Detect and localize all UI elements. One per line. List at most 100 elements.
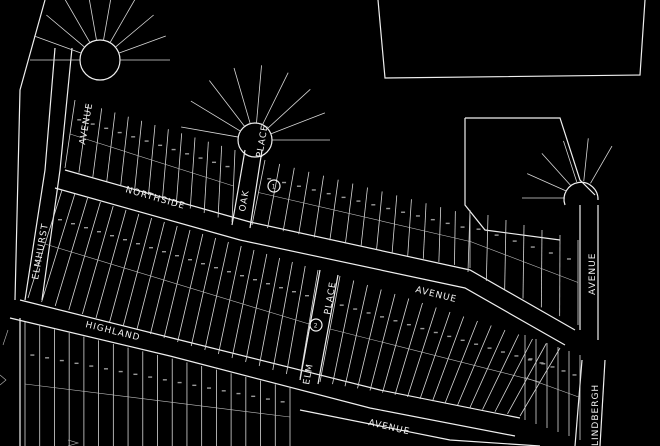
lot-number-mark bbox=[251, 395, 256, 398]
lot-number-mark bbox=[541, 363, 546, 365]
lot-number-mark bbox=[175, 255, 179, 257]
lot-line bbox=[256, 65, 262, 124]
lot-number-mark bbox=[225, 165, 230, 168]
radial-lots bbox=[30, 0, 613, 199]
lot-number-mark bbox=[447, 335, 452, 338]
edge-arrow bbox=[0, 374, 7, 386]
lot-number-mark bbox=[561, 370, 566, 372]
lot-number-mark bbox=[460, 226, 465, 228]
left-tract-boundary bbox=[14, 0, 46, 301]
lot-number-mark bbox=[539, 362, 544, 364]
lot-line bbox=[109, 0, 136, 43]
lot-number-mark bbox=[494, 234, 499, 236]
lot-line bbox=[103, 0, 111, 41]
tract-boundaries bbox=[14, 0, 646, 301]
northside-avenue-south-edge bbox=[54, 187, 566, 346]
lot-line bbox=[563, 140, 578, 182]
lot-numbers bbox=[30, 119, 577, 403]
lot-number-mark bbox=[339, 304, 344, 306]
lot-number-mark bbox=[380, 316, 385, 318]
elm-place-east-edge bbox=[317, 274, 339, 385]
right-block-boundary bbox=[464, 118, 561, 241]
highland-avenue-north-edge bbox=[19, 299, 521, 419]
lindbergh-east-edge bbox=[599, 359, 606, 446]
lot-line bbox=[541, 153, 571, 186]
lot-number-mark bbox=[401, 211, 406, 213]
lot-line bbox=[44, 243, 310, 325]
lot-number-mark bbox=[366, 312, 371, 314]
lot-number-mark bbox=[433, 331, 438, 334]
lot-number-mark bbox=[110, 235, 114, 237]
lot-number-mark bbox=[149, 247, 153, 249]
lot-line bbox=[34, 35, 82, 54]
lot-number-mark bbox=[527, 359, 532, 361]
lot-number-mark bbox=[97, 231, 101, 233]
lot-number-mark bbox=[326, 192, 331, 195]
lot-number-mark bbox=[430, 218, 435, 221]
lot-number-mark bbox=[386, 207, 391, 210]
cul-de-sacs bbox=[79, 39, 599, 206]
lot-number-mark bbox=[123, 239, 127, 241]
lot-line bbox=[468, 240, 579, 283]
lot-number-mark bbox=[59, 359, 64, 362]
lot-number-mark bbox=[460, 339, 465, 342]
lot-number-mark bbox=[566, 258, 571, 260]
lot-number-mark bbox=[171, 148, 176, 151]
lot-line bbox=[262, 72, 289, 125]
oak-place-west-edge bbox=[231, 149, 246, 226]
place-mid-label: PLACE bbox=[323, 281, 339, 316]
edge-marks bbox=[0, 329, 80, 446]
lot-number-mark bbox=[514, 355, 519, 357]
lot-number-mark bbox=[84, 227, 88, 229]
lot-number-mark bbox=[221, 390, 226, 392]
lot-number-mark bbox=[512, 240, 517, 242]
lot-lines bbox=[24, 99, 581, 446]
lot-number-mark bbox=[177, 381, 182, 384]
elm-place-block-number: 2 bbox=[314, 323, 318, 330]
lot-line bbox=[527, 173, 567, 192]
lot-number-mark bbox=[266, 283, 270, 285]
lot-number-mark bbox=[212, 161, 217, 164]
lot-number-mark bbox=[406, 323, 411, 326]
lot-number-mark bbox=[117, 131, 122, 134]
lindbergh-label: LINDBERGH bbox=[591, 384, 601, 446]
lot-number-mark bbox=[185, 153, 190, 155]
lot-number-mark bbox=[474, 343, 479, 345]
lot-number-mark bbox=[58, 219, 62, 221]
lindbergh-west-edge bbox=[574, 359, 583, 446]
lot-number-mark bbox=[144, 140, 149, 142]
bottom-arrow bbox=[67, 439, 80, 446]
lot-number-mark bbox=[353, 308, 358, 310]
lot-line bbox=[258, 192, 471, 242]
lot-line bbox=[64, 0, 91, 43]
lot-number-mark bbox=[240, 275, 244, 277]
lot-number-mark bbox=[445, 222, 450, 225]
lot-number-mark bbox=[393, 320, 398, 322]
lot-number-mark bbox=[45, 357, 50, 359]
lot-number-mark bbox=[133, 373, 138, 376]
highland-avenue-south-edge bbox=[9, 317, 516, 437]
lot-number-mark bbox=[282, 181, 287, 184]
lot-line bbox=[24, 383, 291, 418]
lot-number-mark bbox=[90, 123, 95, 125]
lot-line bbox=[190, 100, 241, 132]
lot-number-mark bbox=[311, 189, 316, 191]
lot-number-mark bbox=[356, 200, 361, 202]
lot-number-mark bbox=[253, 279, 257, 281]
lot-number-mark bbox=[103, 368, 108, 370]
lot-number-mark bbox=[104, 127, 109, 130]
lot-line bbox=[115, 14, 154, 48]
lot-number-mark bbox=[528, 358, 533, 360]
lot-number-mark bbox=[89, 365, 94, 367]
avenue-mid-label: AVENUE bbox=[414, 285, 458, 305]
lot-line bbox=[118, 35, 166, 54]
lot-number-mark bbox=[227, 271, 231, 273]
lot-line bbox=[270, 112, 326, 135]
lot-number-mark bbox=[487, 347, 492, 349]
street-network bbox=[9, 47, 606, 446]
lot-number-mark bbox=[267, 178, 272, 180]
elmhurst-cul-de-sac bbox=[79, 39, 121, 81]
lot-number-mark bbox=[550, 366, 555, 368]
lot-line bbox=[181, 126, 239, 138]
